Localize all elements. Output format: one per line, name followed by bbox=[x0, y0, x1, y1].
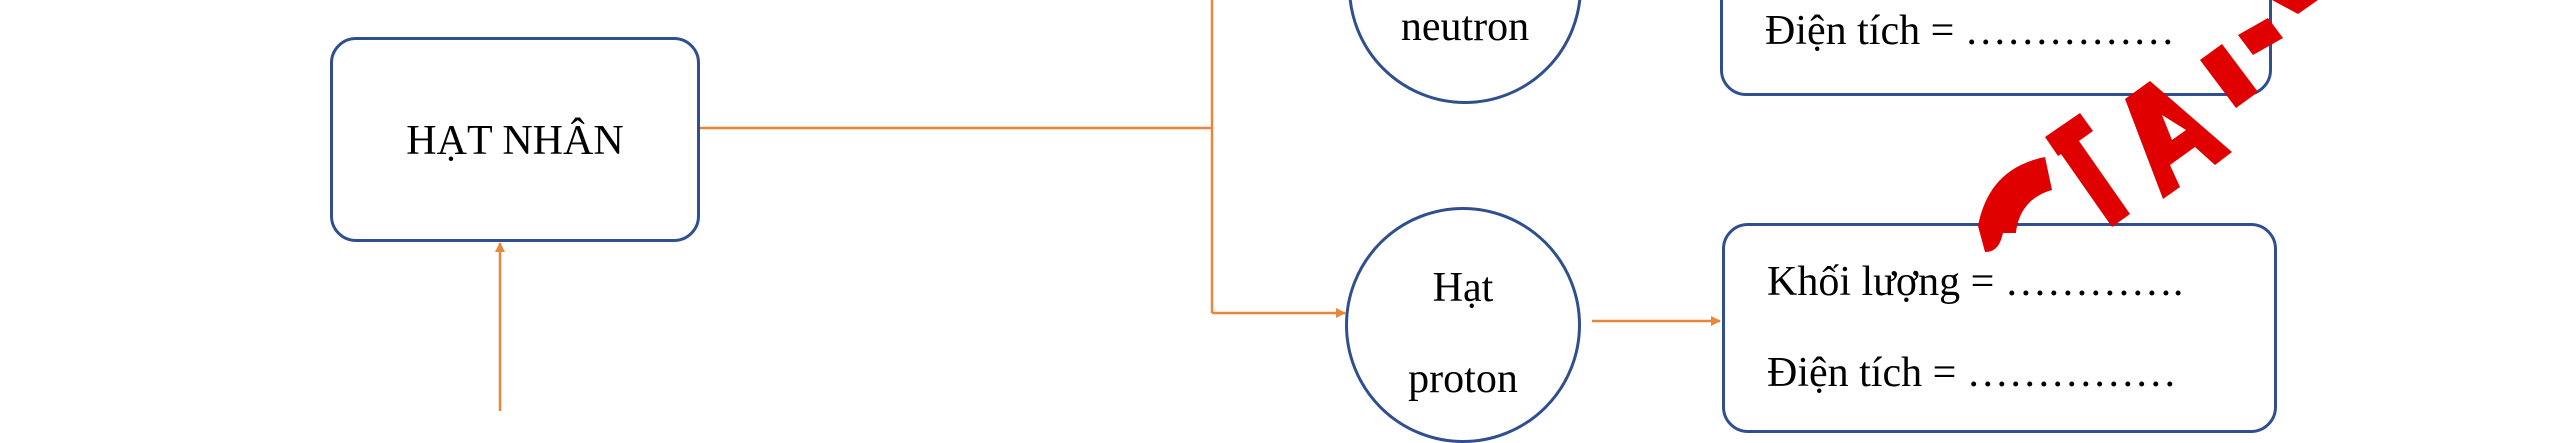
proton-mass-label: Khối lượng = …………. bbox=[1767, 259, 2184, 305]
proton-label-line1: Hạt bbox=[1432, 265, 1494, 311]
neutron-label: neutron bbox=[1400, 4, 1530, 50]
proton-label-line2: proton bbox=[1408, 356, 1518, 402]
connector-lines bbox=[495, 0, 1721, 411]
proton-info-box: Khối lượng = …………. Điện tích = …………… bbox=[1722, 223, 2277, 433]
proton-charge-label: Điện tích = …………… bbox=[1767, 350, 2177, 396]
watermark bbox=[1978, 0, 2318, 252]
neutron-info-box: Điện tích = …………… bbox=[1720, 0, 2272, 96]
nucleus-label: HẠT NHÂN bbox=[406, 118, 624, 164]
nucleus-box: HẠT NHÂN bbox=[330, 37, 700, 242]
neutron-charge-label: Điện tích = …………… bbox=[1765, 8, 2175, 54]
